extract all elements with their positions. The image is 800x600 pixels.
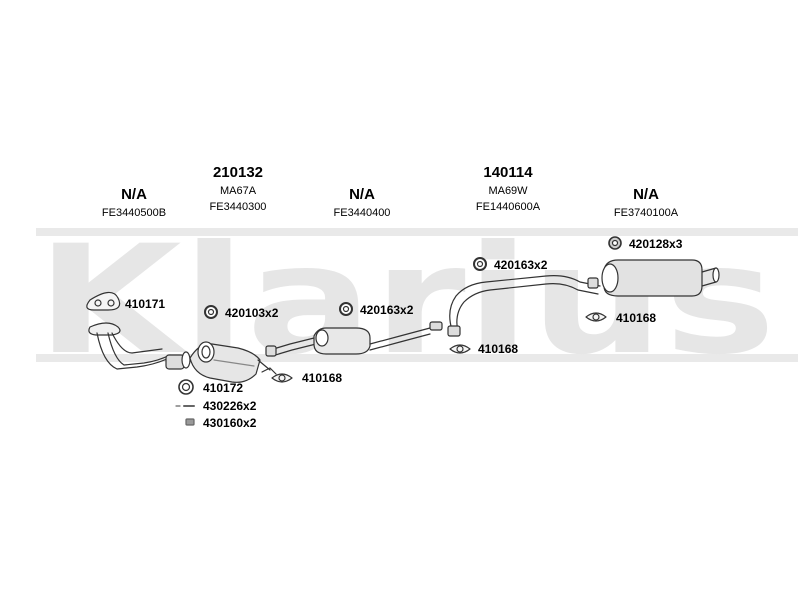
part-label-410171: 410171 — [125, 297, 166, 311]
part-label-410168-c: 410168 — [616, 311, 657, 325]
part-label-420163x2-b: 420163x2 — [494, 258, 548, 272]
header-ref: FE3440500B — [101, 207, 167, 219]
front-downpipe-icon — [88, 322, 191, 370]
header-main: N/A — [633, 186, 659, 203]
gasket-410171-icon — [86, 291, 121, 311]
header-ref: FE3740100A — [613, 207, 679, 219]
gasket-410168-a-icon — [271, 373, 293, 383]
header-col-1: N/A FE3440500B — [74, 186, 194, 220]
gasket-410168-b-icon — [449, 344, 471, 354]
part-label-420163x2-a: 420163x2 — [360, 303, 414, 317]
part-label-410172: 410172 — [203, 381, 244, 395]
header-code: MA69W — [488, 185, 528, 197]
header-main: 210132 — [212, 164, 264, 181]
clamp-420163-b-icon — [473, 257, 487, 271]
ring-410172-icon — [178, 379, 194, 395]
part-label-430226x2: 430226x2 — [203, 399, 257, 413]
part-label-410168-a: 410168 — [302, 371, 343, 385]
header-main: N/A — [349, 186, 375, 203]
header-col-5: N/A FE3740100A — [586, 186, 706, 220]
catalytic-converter-icon — [189, 341, 277, 383]
clamp-420163-a-icon — [339, 302, 353, 316]
mounting-420128-icon — [608, 236, 622, 250]
header-col-2: 210132 MA67A FE3440300 — [178, 164, 298, 214]
nut-430160-icon — [185, 418, 195, 426]
part-label-420103x2: 420103x2 — [225, 306, 279, 320]
header-main: 140114 — [483, 164, 533, 181]
header-col-4: 140114 MA69W FE1440600A — [448, 164, 568, 214]
intermediate-pipe-1-icon — [265, 337, 317, 357]
part-label-430160x2: 430160x2 — [203, 416, 257, 430]
part-label-420128x3: 420128x3 — [629, 237, 683, 251]
rear-silencer-icon — [601, 259, 720, 297]
gasket-410168-c-icon — [585, 312, 607, 322]
center-silencer-icon — [313, 321, 443, 355]
clamp-420103-icon — [204, 305, 218, 319]
rear-pipe-icon — [447, 275, 601, 337]
header-code: MA67A — [219, 185, 257, 197]
header-main: N/A — [121, 186, 147, 203]
part-label-410168-b: 410168 — [478, 342, 519, 356]
header-ref: FE3440300 — [209, 201, 267, 213]
header-col-3: N/A FE3440400 — [302, 186, 422, 220]
header-ref: FE1440600A — [475, 201, 541, 213]
header-ref: FE3440400 — [333, 207, 391, 219]
